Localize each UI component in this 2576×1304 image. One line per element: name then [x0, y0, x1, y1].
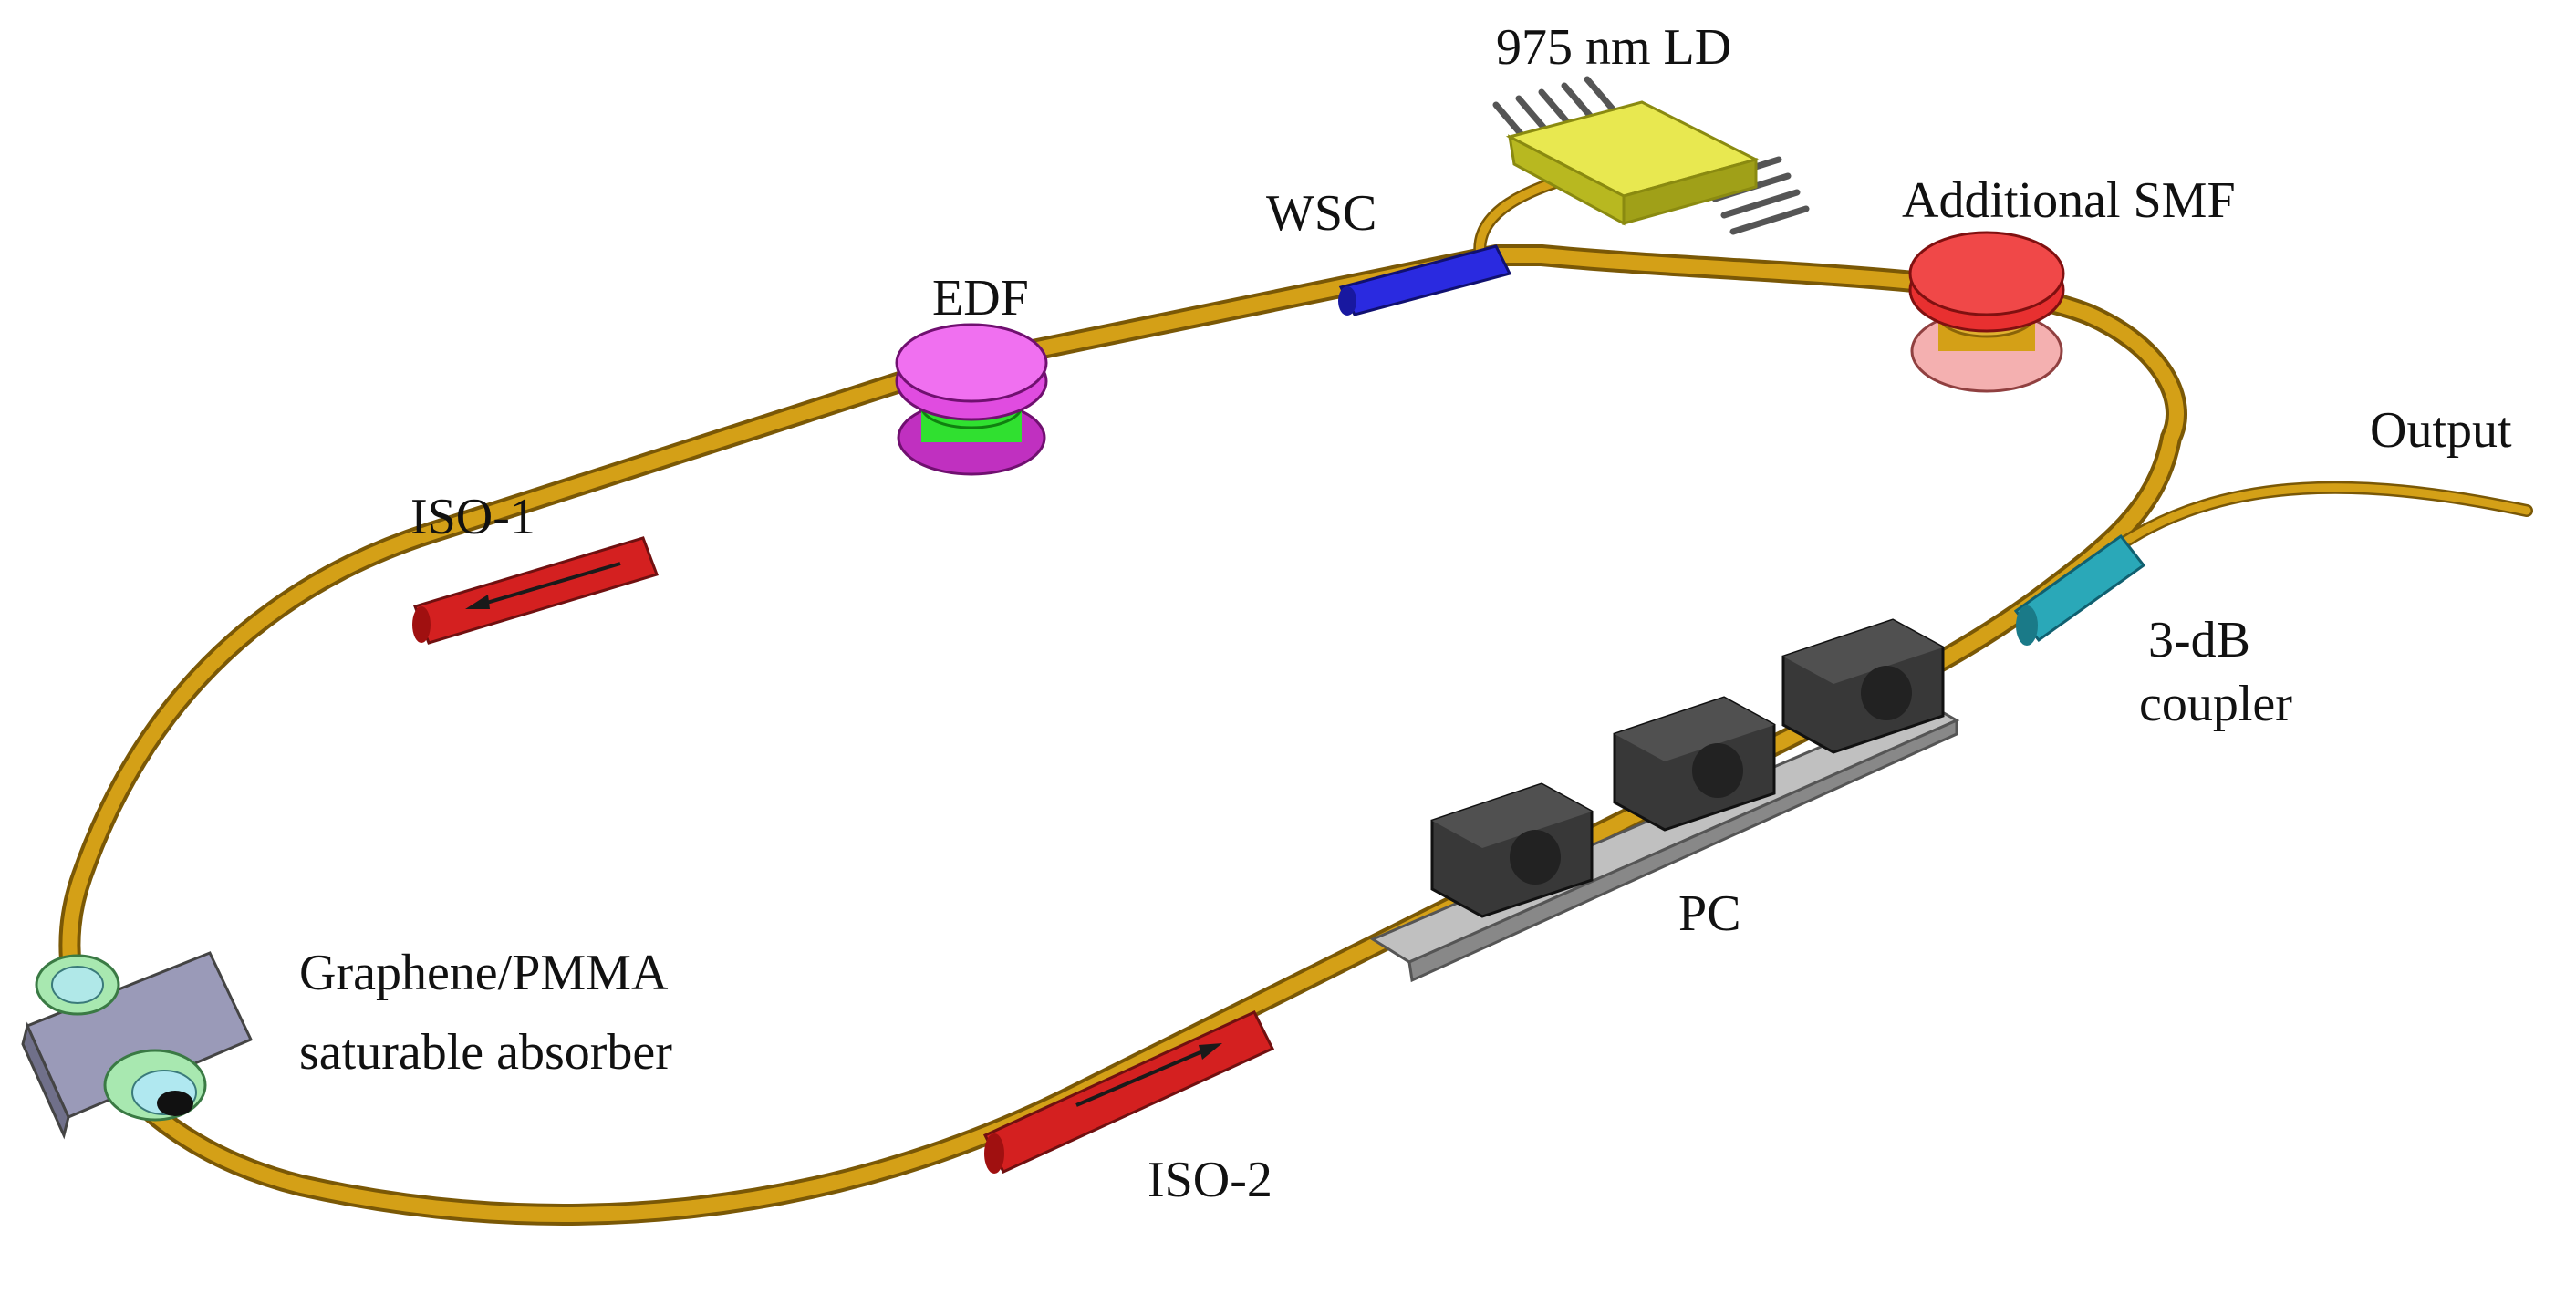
label-ld: 975 nm LD [1496, 19, 1731, 76]
coupler-component [2013, 533, 2146, 646]
pc-paddle-3 [1781, 618, 1945, 754]
label-coupler-line1: 3-dB [2148, 612, 2250, 668]
iso1-arrow-icon [473, 562, 621, 608]
label-edf: EDF [932, 270, 1029, 326]
label-sa-line2: saturable absorber [299, 1024, 672, 1081]
pc-paddle-1 [1430, 782, 1594, 918]
saturable-absorber [21, 951, 254, 1140]
wsc-component [1338, 244, 1512, 316]
laser-diode [1492, 76, 1810, 235]
smf-spool [1908, 231, 2065, 393]
labels: 975 nm LD WSC EDF Additional SMF Output … [299, 19, 2512, 1208]
label-wsc: WSC [1266, 185, 1376, 242]
label-sa-line1: Graphene/PMMA [299, 945, 669, 1001]
label-output: Output [2370, 402, 2512, 459]
label-iso2: ISO-2 [1148, 1152, 1272, 1208]
label-iso1: ISO-1 [410, 489, 535, 545]
polarization-controller [1369, 618, 1960, 983]
pc-paddle-2 [1613, 696, 1776, 832]
iso1-isolator [412, 536, 659, 645]
edf-spool [895, 323, 1048, 476]
iso2-arrow-icon [1075, 1045, 1214, 1107]
fiber-loop-core [62, 248, 2184, 1222]
label-pc: PC [1678, 885, 1741, 942]
label-coupler-line2: coupler [2139, 676, 2292, 732]
label-smf: Additional SMF [1902, 172, 2236, 229]
output-fiber-core [2093, 483, 2531, 565]
iso2-isolator [982, 1010, 1275, 1174]
